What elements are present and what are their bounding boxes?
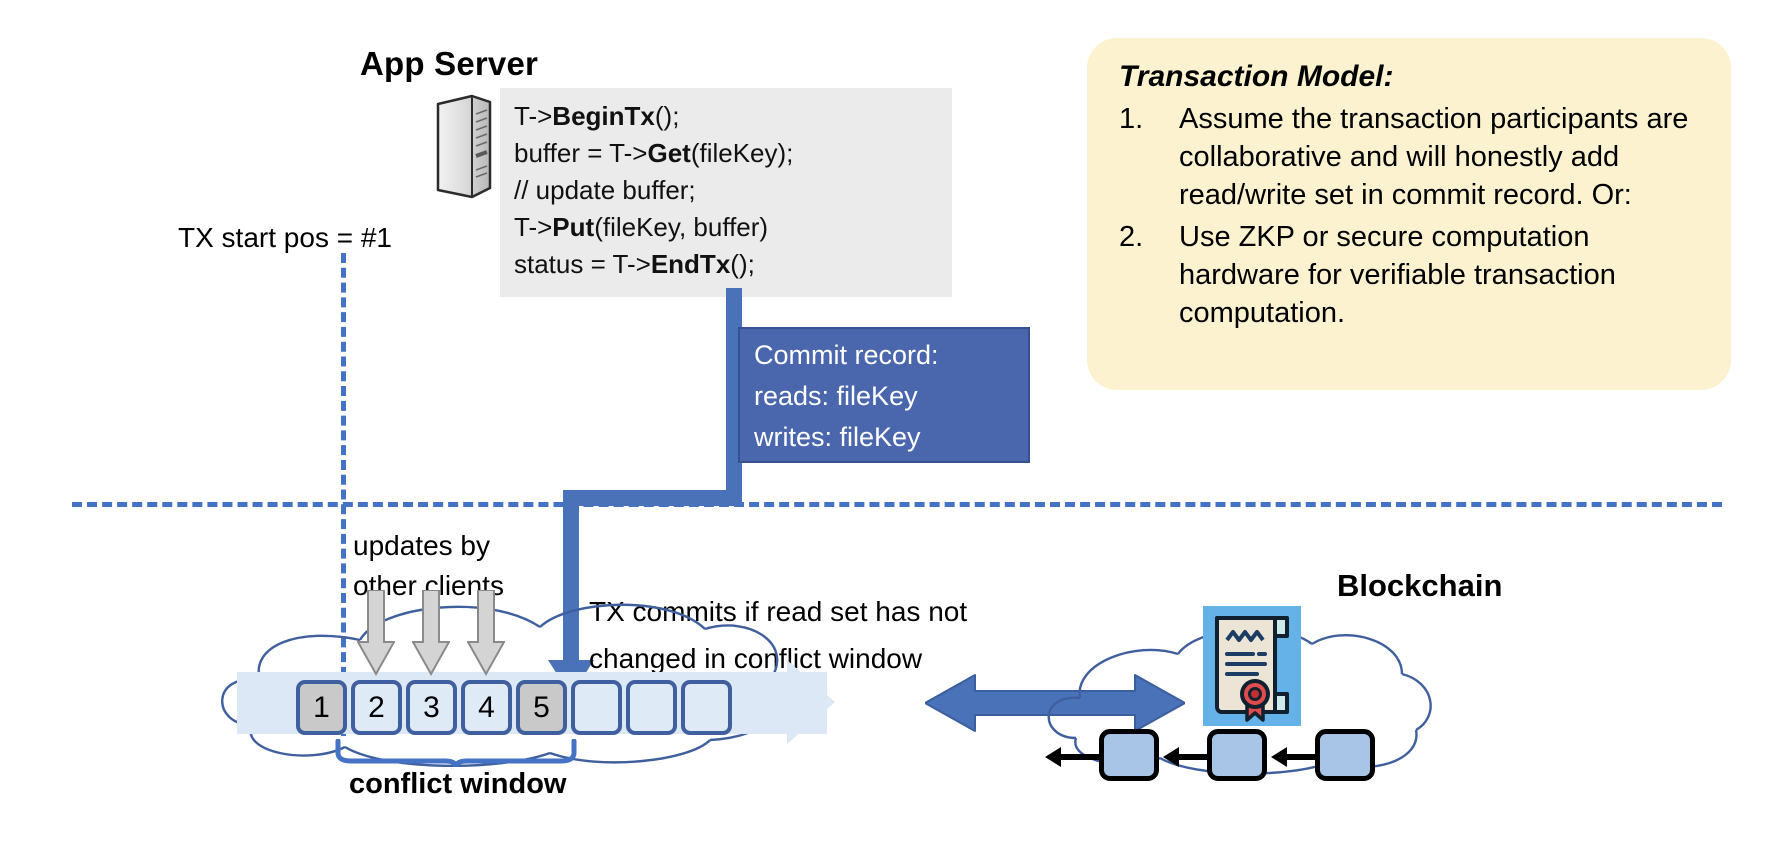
code-line: buffer = T->Get(fileKey); — [514, 135, 938, 172]
tx-start-pos-label: TX start pos = #1 — [178, 222, 392, 253]
blockchain-block-2[interactable] — [1207, 729, 1267, 781]
blockchain-link-arrow-2 — [1271, 746, 1317, 773]
list-item: 2. Use ZKP or secure computation hardwar… — [1119, 218, 1705, 332]
list-item-text: Use ZKP or secure computation hardware f… — [1179, 221, 1616, 329]
code-line: T->Put(fileKey, buffer) — [514, 209, 938, 246]
tx-start-dashed-line — [341, 253, 346, 736]
updates-label-line1: updates by — [353, 530, 490, 561]
log-entry-3[interactable]: 3 — [406, 680, 457, 735]
tx-commits-note: TX commits if read set has not changed i… — [589, 588, 967, 682]
layer-separator-dashed-line — [72, 502, 1722, 507]
list-item-text: Assume the transaction participants are … — [1179, 103, 1689, 211]
commit-record-box: Commit record: reads: fileKey writes: fi… — [738, 327, 1030, 463]
blockchain-link-arrow-1 — [1163, 746, 1209, 773]
log-entry-5[interactable]: 5 — [516, 680, 567, 735]
log-entry-label: 5 — [533, 691, 550, 724]
code-seg-bold: EndTx — [650, 249, 731, 279]
code-seg: (fileKey); — [690, 138, 794, 168]
log-entry-4[interactable]: 4 — [461, 680, 512, 735]
tx-commits-line1: TX commits if read set has not — [589, 596, 968, 627]
code-seg: status = T-> — [514, 249, 651, 279]
code-line: // update buffer; — [514, 172, 938, 209]
transaction-model-list: 1. Assume the transaction participants a… — [1119, 100, 1705, 332]
code-seg: // update buffer; — [514, 175, 696, 205]
log-entry-8[interactable] — [681, 680, 732, 735]
code-line: T->BeginTx(); — [514, 98, 938, 135]
log-entry-label: 3 — [423, 691, 440, 724]
app-server-title: App Server — [360, 45, 539, 82]
update-arrow-icon-1 — [356, 589, 396, 681]
blockchain-block-3[interactable] — [1315, 729, 1375, 781]
update-arrow-icon-3 — [466, 589, 506, 681]
code-seg-bold: Get — [647, 138, 691, 168]
commit-record-line-reads: reads: fileKey — [754, 381, 918, 411]
transaction-model-title: Transaction Model: — [1119, 60, 1394, 93]
code-seg-bold: Put — [552, 212, 595, 242]
blockchain-label: Blockchain — [1337, 568, 1503, 603]
commit-record-line-writes: writes: fileKey — [754, 422, 921, 452]
log-entry-2[interactable]: 2 — [351, 680, 402, 735]
log-entry-6[interactable] — [571, 680, 622, 735]
update-arrow-icon-2 — [411, 589, 451, 681]
tx-commits-line2: changed in conflict window — [589, 643, 923, 674]
log-entry-label: 2 — [368, 691, 385, 724]
blockchain-block-1[interactable] — [1099, 729, 1159, 781]
code-snippet-box: T->BeginTx(); buffer = T->Get(fileKey); … — [500, 88, 952, 297]
server-tower-icon — [432, 92, 496, 207]
list-item: 1. Assume the transaction participants a… — [1119, 100, 1705, 214]
code-seg: buffer = T-> — [514, 138, 648, 168]
list-item-number: 1. — [1119, 103, 1144, 135]
commit-arrow-segment-vertical-lower — [563, 490, 579, 667]
conflict-window-brace — [335, 738, 577, 772]
code-line: status = T->EndTx(); — [514, 246, 938, 283]
code-seg-bold: BeginTx — [552, 101, 655, 131]
commit-arrow-segment-horizontal — [563, 490, 742, 506]
code-seg: T-> — [514, 101, 553, 131]
log-strip-chevron-icon — [735, 660, 835, 749]
log-entry-label: 1 — [313, 691, 330, 724]
code-seg: (); — [730, 249, 755, 279]
list-item-number: 2. — [1119, 221, 1144, 253]
blockchain-link-arrow-out — [1045, 746, 1103, 773]
transaction-model-box: Transaction Model: 1. Assume the transac… — [1087, 38, 1731, 390]
log-entry-7[interactable] — [626, 680, 677, 735]
code-seg: T-> — [514, 212, 553, 242]
commit-record-line-title: Commit record: — [754, 340, 939, 370]
smart-contract-certificate-icon — [1203, 606, 1301, 726]
log-entry-1[interactable]: 1 — [296, 680, 347, 735]
log-entry-label: 4 — [478, 691, 495, 724]
code-seg: (fileKey, buffer) — [594, 212, 769, 242]
code-seg: (); — [654, 101, 680, 131]
conflict-window-label: conflict window — [349, 768, 567, 800]
